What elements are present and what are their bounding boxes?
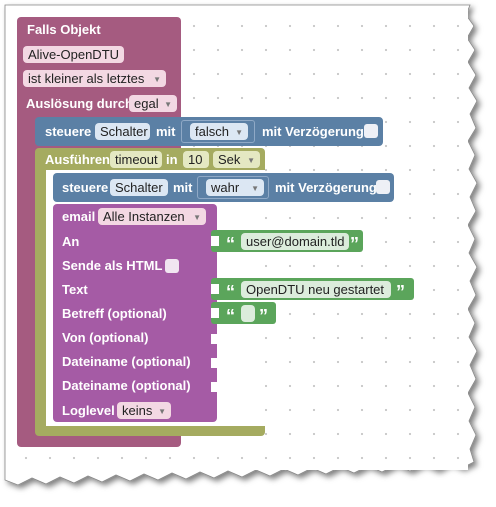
email-html-label: Sende als HTML	[62, 258, 163, 273]
email-html-checkbox[interactable]	[165, 259, 179, 273]
chevron-down-icon: ▼	[164, 100, 172, 109]
timeout-amount-field[interactable]: 10	[183, 151, 209, 168]
timeout-in-label: in	[166, 152, 178, 167]
email-from-label: Von (optional)	[62, 330, 149, 345]
chevron-down-icon: ▼	[247, 156, 255, 165]
timeout-type: timeout	[115, 152, 158, 167]
email-file1-label: Dateiname (optional)	[62, 354, 191, 369]
control1-delay-label: mit Verzögerung	[262, 124, 364, 139]
timeout-type-dropdown[interactable]: timeout	[110, 151, 162, 168]
timeout-unit: Sek	[218, 152, 241, 167]
timeout-unit-dropdown[interactable]: Sek ▼	[213, 151, 260, 168]
control2-target-field[interactable]: Schalter	[110, 179, 168, 196]
condition-dropdown[interactable]: ist kleiner als letztes ▼	[23, 70, 166, 87]
control2-value-dropdown[interactable]: wahr ▼	[206, 179, 264, 196]
email-text-label: Text	[62, 282, 88, 297]
trigger-dropdown[interactable]: egal ▼	[129, 95, 177, 112]
timeout-label: Ausführen	[45, 152, 110, 167]
control2-delay-label: mit Verzögerung	[275, 180, 377, 195]
trigger-title: Falls Objekt	[27, 22, 101, 37]
control2-label: steuere	[62, 180, 109, 195]
email-block[interactable]	[53, 204, 217, 422]
chevron-down-icon: ▼	[153, 75, 161, 84]
control1-delay-checkbox[interactable]	[364, 124, 378, 138]
object-id-field[interactable]: Alive-OpenDTU	[23, 46, 124, 63]
email-subject-label: Betreff (optional)	[62, 306, 167, 321]
quote-close-icon: ”	[259, 306, 268, 326]
trigger-label: Auslösung durch	[26, 96, 133, 111]
quote-open-icon: “	[226, 234, 235, 254]
input-notch	[211, 284, 219, 294]
chevron-down-icon: ▼	[158, 407, 166, 416]
control2-with-label: mit	[173, 180, 193, 195]
input-notch	[211, 308, 219, 318]
email-text-value[interactable]: OpenDTU neu gestartet	[241, 281, 391, 298]
email-loglevel-label: Loglevel	[62, 403, 115, 418]
control1-label: steuere	[45, 124, 92, 139]
chevron-down-icon: ▼	[235, 128, 243, 137]
control1-value-dropdown[interactable]: falsch ▼	[190, 123, 248, 140]
quote-open-icon: “	[226, 306, 235, 326]
email-label: email	[62, 209, 96, 224]
input-notch	[211, 358, 219, 368]
control1-target-field[interactable]: Schalter	[95, 123, 150, 140]
control1-value: falsch	[195, 124, 229, 139]
email-to-value[interactable]: user@domain.tld	[241, 233, 349, 250]
email-subject-value[interactable]	[241, 305, 255, 322]
email-instance-dropdown[interactable]: Alle Instanzen ▼	[98, 208, 206, 225]
email-loglevel-dropdown[interactable]: keins ▼	[117, 402, 171, 419]
trigger-value: egal	[134, 96, 159, 111]
email-to-label: An	[62, 234, 80, 249]
control2-value: wahr	[211, 180, 240, 195]
chevron-down-icon: ▼	[193, 213, 201, 222]
control1-with-label: mit	[156, 124, 176, 139]
quote-close-icon: ”	[350, 234, 359, 254]
control2-delay-checkbox[interactable]	[376, 180, 390, 194]
quote-close-icon: ”	[396, 282, 405, 302]
chevron-down-icon: ▼	[251, 184, 259, 193]
email-instance: Alle Instanzen	[103, 209, 185, 224]
input-notch	[211, 334, 219, 344]
email-file2-label: Dateiname (optional)	[62, 378, 191, 393]
input-notch	[211, 382, 219, 392]
email-loglevel-value: keins	[122, 403, 153, 418]
quote-open-icon: “	[226, 282, 235, 302]
input-notch	[211, 236, 219, 246]
condition-value: ist kleiner als letztes	[28, 71, 145, 86]
